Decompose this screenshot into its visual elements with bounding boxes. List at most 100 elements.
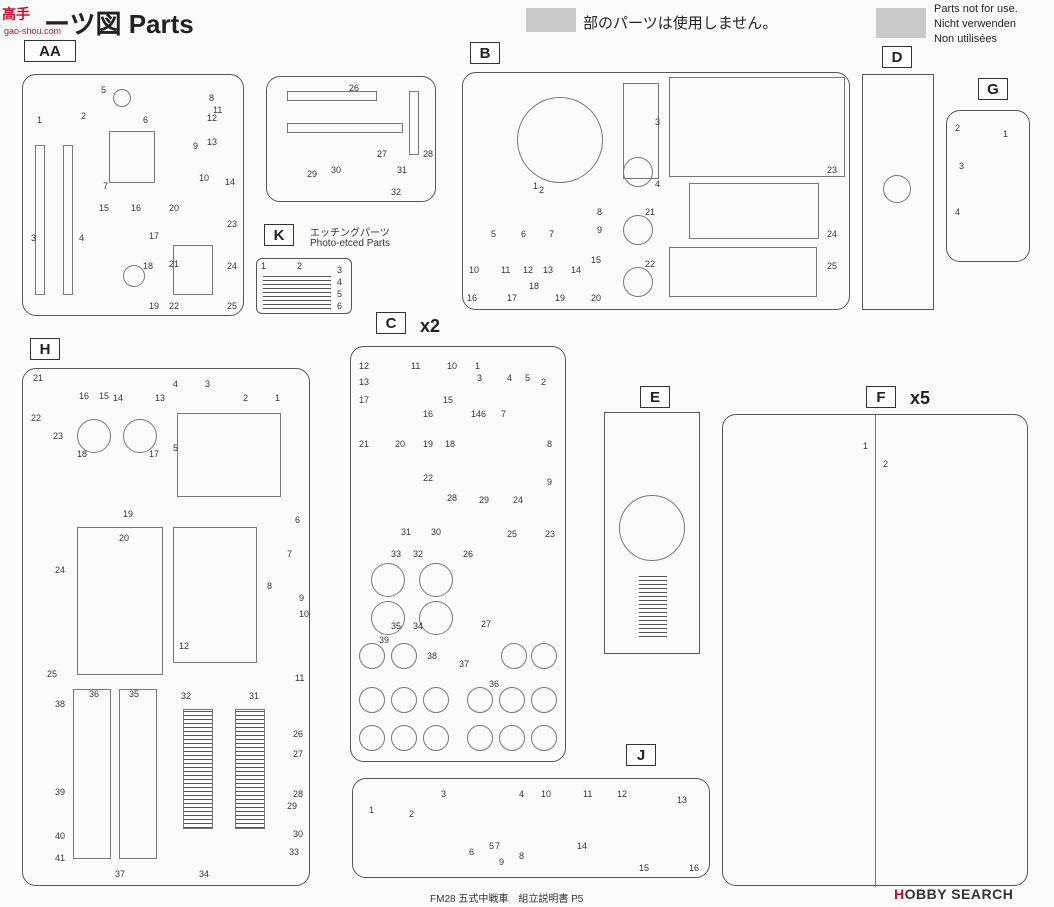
part-num-c-6: 6 [481, 409, 487, 419]
part-num-aa-28: 28 [423, 149, 434, 159]
part-num-c-7: 7 [501, 409, 507, 419]
part-num-b-20: 20 [591, 293, 602, 303]
part-num-j-8: 8 [519, 851, 525, 861]
part-num-h-11: 11 [295, 673, 305, 683]
part-num-h-32: 32 [181, 691, 192, 701]
part-num-b-22: 22 [645, 259, 656, 269]
not-used-multilang: Parts not for use. Nicht verwenden Non u… [934, 2, 1018, 47]
sprue-c-frame: 12 11 10 13 17 16 15 14 21 20 19 18 22 1… [350, 346, 566, 762]
part-num-aa-19: 19 [149, 301, 160, 311]
sprue-label-j: J [626, 744, 656, 766]
part-num-b-21: 21 [645, 207, 656, 217]
part-c-36-h [499, 725, 525, 751]
part-num-h-2: 2 [243, 393, 249, 403]
part-num-c-35: 35 [391, 621, 402, 631]
part-h-12 [173, 527, 257, 663]
not-used-swatch-2 [876, 8, 926, 38]
part-c-32 [419, 563, 453, 597]
part-aa-26 [287, 91, 377, 101]
part-num-c-33: 33 [391, 549, 402, 559]
part-num-c-12: 12 [359, 361, 370, 371]
part-num-h-28: 28 [293, 789, 304, 799]
part-num-h-19: 19 [123, 509, 134, 519]
part-num-h-30: 30 [293, 829, 304, 839]
part-num-b-14: 14 [571, 265, 582, 275]
part-num-j-5: 5 [489, 841, 495, 851]
part-num-b-23: 23 [827, 165, 838, 175]
part-h-35 [119, 689, 157, 859]
part-c-36-b [391, 687, 417, 713]
sprue-c-multiplier: x2 [420, 316, 441, 336]
k-caption-jp: エッチングパーツ [310, 228, 390, 239]
part-aa-27 [287, 123, 403, 133]
part-c-39-e [359, 725, 385, 751]
part-num-h-12: 12 [179, 641, 190, 651]
part-num-k-6: 6 [337, 301, 343, 311]
part-num-c-21: 21 [359, 439, 370, 449]
part-num-h-6: 6 [295, 515, 301, 525]
part-num-c-22: 22 [423, 473, 434, 483]
part-num-b-1: 1 [533, 181, 539, 191]
sprue-f-frame: 1 2 [722, 414, 1028, 887]
part-num-h-40: 40 [55, 831, 66, 841]
part-num-c-25: 25 [507, 529, 518, 539]
part-num-h-35: 35 [129, 689, 140, 699]
part-b-22 [623, 267, 653, 297]
part-num-c-11: 11 [411, 361, 421, 371]
sprue-label-e: E [640, 386, 670, 408]
part-num-c-31: 31 [401, 527, 412, 537]
part-num-aa-21: 21 [169, 259, 180, 269]
sprue-label-d: D [882, 46, 912, 68]
part-num-aa-24: 24 [227, 261, 238, 271]
part-num-j-1: 1 [369, 805, 375, 815]
part-num-c-32: 32 [413, 549, 424, 559]
sprue-f-multiplier: x5 [910, 388, 931, 408]
part-num-c-9: 9 [547, 477, 553, 487]
part-num-b-9: 9 [597, 225, 603, 235]
part-aa-22 [173, 245, 213, 295]
part-num-j-14: 14 [577, 841, 588, 851]
sprue-aa-sub-frame: 26 27 28 29 30 31 32 [266, 76, 436, 202]
brand-logo-mark: H [894, 886, 905, 902]
part-num-b-4: 4 [655, 179, 661, 189]
part-num-aa-23: 23 [227, 219, 238, 229]
part-num-c-10: 10 [447, 361, 458, 371]
part-num-h-26: 26 [293, 729, 304, 739]
part-num-j-16: 16 [689, 863, 700, 873]
part-num-aa-11: 11 [213, 105, 223, 115]
part-num-f-1: 1 [863, 441, 869, 451]
sprue-j-frame: 1 2 3 4 5 6 7 8 9 10 11 12 13 14 15 16 [352, 778, 710, 878]
part-num-aa-29: 29 [307, 169, 318, 179]
part-num-b-15: 15 [591, 255, 602, 265]
part-num-k-1: 1 [261, 261, 267, 271]
part-num-f-2: 2 [883, 459, 889, 469]
part-c-39-d [531, 643, 557, 669]
part-c-33 [371, 563, 405, 597]
part-num-b-16: 16 [467, 293, 478, 303]
part-num-h-18: 18 [77, 449, 88, 459]
part-aa-4 [63, 145, 73, 295]
part-c-36-c [423, 687, 449, 713]
part-num-c-34: 34 [413, 621, 424, 631]
part-num-h-41: 41 [55, 853, 66, 863]
part-num-j-11: 11 [583, 789, 593, 799]
part-num-k-3: 3 [337, 265, 343, 275]
sprue-g-frame: 2 3 1 4 [946, 110, 1030, 262]
part-num-h-23: 23 [53, 431, 64, 441]
part-num-b-17: 17 [507, 293, 518, 303]
part-h-36 [73, 689, 111, 859]
part-num-h-29: 29 [287, 801, 298, 811]
part-num-h-25: 25 [47, 669, 58, 679]
part-num-c-24: 24 [513, 495, 524, 505]
part-num-aa-18: 18 [143, 261, 154, 271]
part-num-c-13: 13 [359, 377, 370, 387]
part-num-aa-6: 6 [143, 115, 149, 125]
part-num-aa-32: 32 [391, 187, 402, 197]
part-num-b-8: 8 [597, 207, 603, 217]
part-num-aa-8: 8 [209, 93, 215, 103]
part-num-aa-15: 15 [99, 203, 110, 213]
part-aa-7 [109, 131, 155, 183]
part-num-c-36: 36 [489, 679, 500, 689]
part-num-b-2: 2 [539, 185, 545, 195]
not-used-note: 部のパーツは使用しません。 [583, 15, 778, 32]
